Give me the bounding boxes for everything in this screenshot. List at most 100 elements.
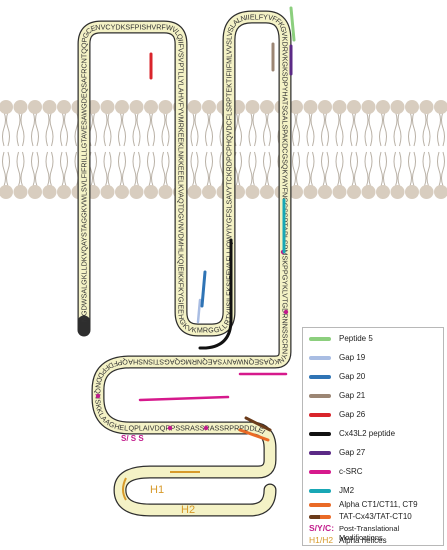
lipid-head	[144, 185, 158, 199]
legend-label: Post-Translational Modifications	[339, 524, 400, 542]
lipid-tail	[45, 151, 54, 187]
ptm-mark	[167, 425, 173, 431]
lipid-tail	[408, 111, 416, 147]
lipid-head	[318, 185, 332, 199]
lipid-head	[0, 100, 13, 114]
lipid-tail	[2, 111, 10, 147]
marker-gap-20	[200, 270, 207, 308]
marker-peptide-5	[289, 6, 296, 42]
lipid-tail	[234, 111, 242, 147]
helix-h1-segment	[122, 477, 127, 501]
lipid-head	[245, 185, 260, 199]
legend-swatch	[309, 515, 331, 519]
lipid-tail	[335, 151, 344, 187]
lipid-tail	[16, 151, 25, 187]
lipid-tail	[147, 151, 155, 187]
lipid-tail	[248, 111, 257, 147]
lipid-tail	[364, 111, 373, 147]
lipid-tail	[31, 111, 39, 147]
marker-gap-19	[196, 298, 202, 324]
lipid-tail	[118, 151, 126, 187]
lipid-tail	[161, 111, 170, 147]
lipid-tail	[60, 111, 68, 147]
lipid-head	[42, 100, 57, 114]
legend-label: JM2	[339, 486, 355, 495]
marker-c-src-1	[138, 395, 230, 402]
lipid-head	[347, 185, 361, 199]
lipid-head	[289, 100, 303, 114]
legend-swatch	[309, 413, 331, 417]
lipid-tail	[379, 151, 387, 187]
lipid-head	[434, 100, 447, 114]
lipid-head	[361, 100, 376, 114]
lipid-head	[144, 100, 158, 114]
lipid-head	[303, 185, 318, 199]
lipid-head	[405, 185, 419, 199]
lipid-tail	[364, 151, 373, 187]
lipid-tail	[321, 151, 329, 187]
legend-label: Gap 26	[339, 410, 366, 419]
legend-label: Gap 19	[339, 353, 366, 362]
lipid-tail	[408, 151, 416, 187]
legend-label: Cx43L2 peptide	[339, 429, 396, 438]
lipid-tail	[132, 151, 141, 187]
lipid-head	[158, 185, 173, 199]
lipid-head	[202, 100, 216, 114]
lipid-tail	[422, 151, 431, 187]
lipid-head	[376, 100, 390, 114]
legend-swatch	[309, 394, 331, 398]
lipid-heads-bottom	[0, 185, 447, 199]
ptm-mark	[203, 425, 209, 431]
lipid-tail	[89, 111, 97, 147]
lipid-tail	[248, 151, 257, 187]
lipid-head	[376, 185, 390, 199]
lipid-head	[318, 100, 332, 114]
ptm-mark	[95, 393, 101, 399]
legend-swatch	[309, 451, 331, 455]
lipid-tail	[103, 151, 112, 187]
marker-alpha-ct1	[238, 428, 270, 442]
lipid-tail	[234, 151, 242, 187]
lipid-tail	[292, 111, 300, 147]
lipid-head	[28, 100, 42, 114]
lipid-tail	[263, 111, 271, 147]
lipid-head	[390, 185, 405, 199]
lipid-head	[361, 185, 376, 199]
lipid-head	[129, 185, 144, 199]
lipid-head	[245, 100, 260, 114]
lipid-tail	[31, 151, 39, 187]
lipid-head	[260, 185, 274, 199]
lipid-tail	[161, 151, 170, 187]
legend-swatch	[309, 356, 331, 360]
lipid-tail	[205, 111, 213, 147]
legend-label: Gap 20	[339, 372, 366, 381]
lipid-tail	[103, 111, 112, 147]
lipid-tail	[45, 111, 54, 147]
helix-label-h2: H2	[181, 504, 195, 516]
legend-label: Alpha helices	[339, 536, 387, 545]
lipid-tail	[132, 111, 141, 147]
lipid-head	[0, 185, 13, 199]
legend-box: Peptide 5 Gap 19 Gap 20 Gap 21 Gap 26 Cx…	[302, 327, 444, 546]
lipid-tail	[393, 111, 402, 147]
lipid-head	[390, 100, 405, 114]
lipid-head	[57, 100, 71, 114]
lipid-head	[115, 185, 129, 199]
lipid-head	[57, 185, 71, 199]
lipid-head	[187, 185, 202, 199]
legend-label: Gap 21	[339, 391, 366, 400]
lipid-tail	[60, 151, 68, 187]
lipid-tail	[335, 111, 344, 147]
lipid-tail	[190, 111, 199, 147]
protein-tube-layer	[77, 10, 292, 517]
lipid-tail	[147, 111, 155, 147]
lipid-head	[13, 100, 28, 114]
lipid-head	[332, 100, 347, 114]
lipid-head	[28, 185, 42, 199]
marker-cx43l2-peptide	[198, 238, 233, 350]
legend-swatch	[309, 503, 331, 507]
lipid-head	[289, 185, 303, 199]
lipid-head	[187, 100, 202, 114]
lipid-tail	[422, 111, 431, 147]
lipid-tail	[2, 151, 10, 187]
